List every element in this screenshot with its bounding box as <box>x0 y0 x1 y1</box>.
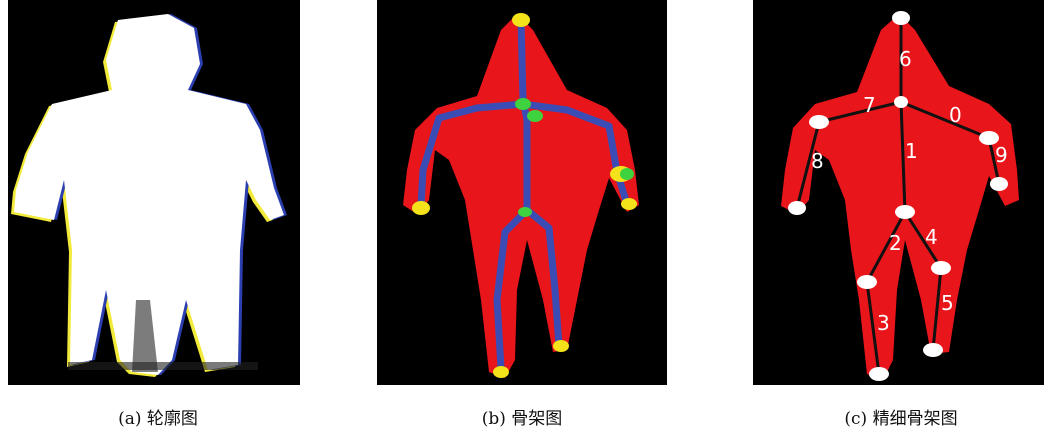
joint-label-0: 0 <box>949 103 962 127</box>
panel-silhouette <box>8 0 300 385</box>
fine-skeleton-image: 6 7 0 1 8 9 2 4 3 5 <box>753 0 1044 385</box>
joint-label-7: 7 <box>863 93 876 117</box>
caption-c: (c) 精细骨架图 <box>826 404 976 429</box>
skeleton-image <box>377 0 667 385</box>
silhouette-image <box>8 0 300 385</box>
caption-a: (a) 轮廓图 <box>98 404 218 429</box>
panel-fine-skeleton: 6 7 0 1 8 9 2 4 3 5 <box>753 0 1044 385</box>
joint-label-9: 9 <box>995 143 1008 167</box>
joint-label-3: 3 <box>877 311 890 335</box>
caption-b: (b) 骨架图 <box>462 404 582 429</box>
panel-skeleton <box>377 0 667 385</box>
joint-label-8: 8 <box>811 149 824 173</box>
joint-label-5: 5 <box>941 291 954 315</box>
joint-label-6: 6 <box>899 47 912 71</box>
joint-label-1: 1 <box>905 139 918 163</box>
joint-label-4: 4 <box>925 225 938 249</box>
joint-label-2: 2 <box>889 231 902 255</box>
